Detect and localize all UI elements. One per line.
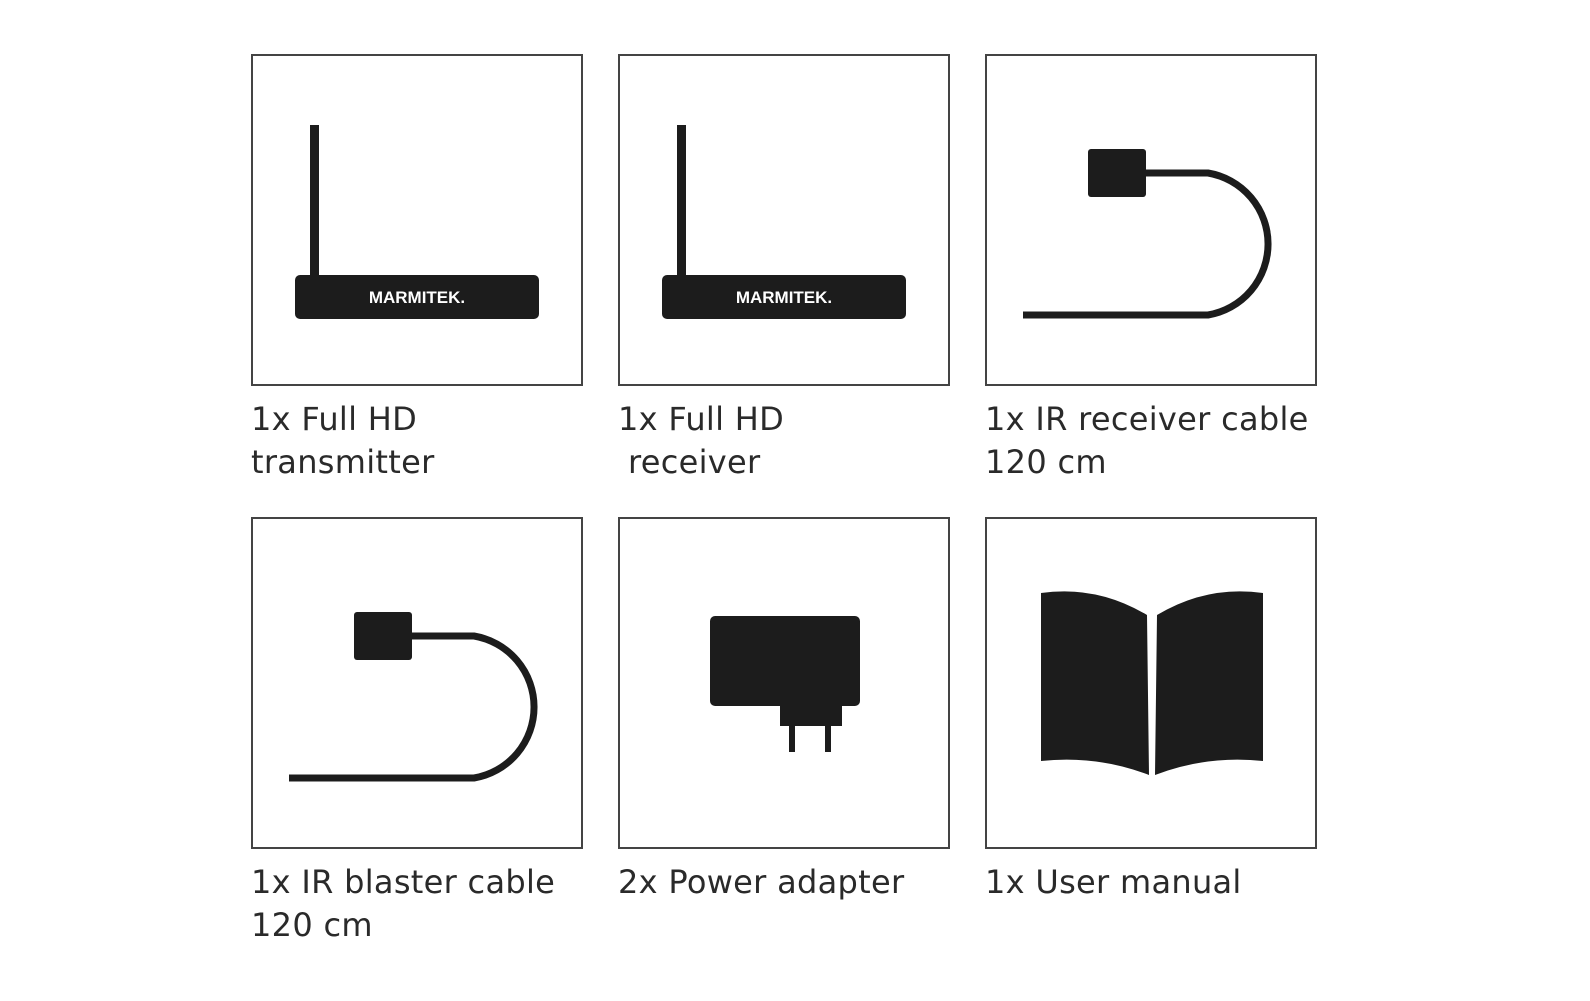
caption-line: transmitter: [251, 443, 435, 481]
caption-line: 1x Full HD: [618, 400, 785, 438]
router-antenna-icon: MARMITEK.: [662, 125, 906, 319]
brand-logo-text: MARMITEK.: [736, 288, 832, 307]
item-image-frame: [618, 517, 950, 849]
item-image-frame: [985, 54, 1317, 386]
caption-line: 120 cm: [251, 906, 373, 944]
caption-line: 1x IR blaster cable: [251, 863, 556, 901]
item-caption: 1x User manual: [985, 861, 1317, 904]
router-antenna-icon: MARMITEK.: [295, 125, 539, 319]
caption-line: 120 cm: [985, 443, 1107, 481]
caption-line: 1x Full HD: [251, 400, 418, 438]
package-item-power-adapter: 2x Power adapter: [618, 517, 950, 904]
package-item-ir-blaster-cable: 1x IR blaster cable 120 cm: [251, 517, 583, 947]
item-image-frame: [985, 517, 1317, 849]
ir-cable-icon: [1023, 149, 1272, 319]
item-image-frame: [251, 517, 583, 849]
ir-cable-icon: [289, 612, 538, 782]
package-item-transmitter: MARMITEK. 1x Full HD transmitter: [251, 54, 583, 484]
item-caption: 1x IR blaster cable 120 cm: [251, 861, 583, 947]
item-image-frame: MARMITEK.: [251, 54, 583, 386]
item-caption: 1x Full HD transmitter: [251, 398, 583, 484]
book-icon: [1041, 591, 1263, 775]
brand-logo-text: MARMITEK.: [369, 288, 465, 307]
item-image-frame: MARMITEK.: [618, 54, 950, 386]
package-item-user-manual: 1x User manual: [985, 517, 1317, 904]
package-item-receiver: MARMITEK. 1x Full HD receiver: [618, 54, 950, 484]
power-adapter-icon: [710, 616, 860, 752]
item-caption: 1x Full HD receiver: [618, 398, 950, 484]
item-caption: 2x Power adapter: [618, 861, 950, 904]
caption-line: 1x IR receiver cable: [985, 400, 1309, 438]
caption-line: receiver: [628, 443, 761, 481]
caption-line: 2x Power adapter: [618, 863, 905, 901]
item-caption: 1x IR receiver cable 120 cm: [985, 398, 1317, 484]
caption-line: 1x User manual: [985, 863, 1242, 901]
package-item-ir-receiver-cable: 1x IR receiver cable 120 cm: [985, 54, 1317, 484]
